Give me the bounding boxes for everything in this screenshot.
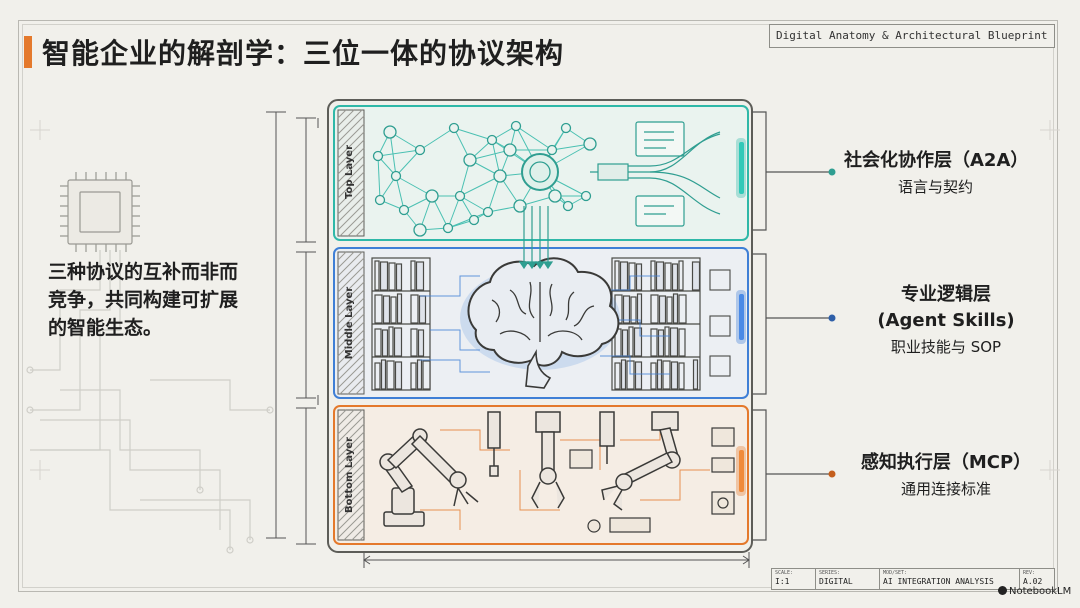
middle-layer-side-label: Middle Layer [344, 287, 355, 360]
model-value: AI INTEGRATION ANALYSIS [883, 577, 994, 586]
top-layer-desc: 语言与契约 [898, 178, 974, 196]
title-accent-bar [24, 36, 32, 68]
scale-cell: SCALE: I:1 [772, 569, 816, 589]
rev-key: REV: [1023, 570, 1036, 576]
bottom-layer-side-label: Bottom Layer [344, 437, 355, 513]
model-key: MOD/SET: [883, 570, 908, 576]
chip-icon [709, 269, 731, 377]
document-icon [635, 121, 685, 227]
brand-watermark: NotebookLM [998, 586, 1071, 597]
middle-layer-name-sub: (Agent Skills) [877, 310, 1015, 331]
neural-network-icon [372, 120, 597, 237]
series-cell: SERIES: DIGITAL [816, 569, 880, 589]
lead-text: 三种协议的互补而非而竞争，共同构建可扩展的智能生态。 [48, 261, 239, 339]
top-layer [333, 105, 749, 241]
rev-cell: REV: A.02 [1020, 569, 1054, 589]
circuit-traces [26, 250, 274, 554]
middle-layer-desc: 职业技能与 SOP [890, 338, 1002, 356]
robot-arm-icon [601, 411, 681, 511]
bottom-layer-name: 感知执行层（MCP） [860, 452, 1032, 473]
series-key: SERIES: [819, 570, 841, 576]
callout-lines [752, 111, 836, 541]
model-cell: MOD/SET: AI INTEGRATION ANALYSIS [880, 569, 1020, 589]
brain-icon [460, 257, 620, 389]
middle-layer-name: 专业逻辑层 [901, 284, 991, 305]
middle-layer-label: 专业逻辑层 (Agent Skills) 职业技能与 SOP [846, 282, 1046, 358]
brand-name: NotebookLM [1009, 586, 1072, 597]
notebooklm-logo-icon [998, 586, 1007, 595]
bottom-layer-label: 感知执行层（MCP） 通用连接标准 [846, 450, 1046, 500]
robot-arm-icon [379, 428, 479, 527]
title-block: SCALE: I:1 SERIES: DIGITAL MOD/SET: AI I… [771, 568, 1055, 590]
chip-icon [60, 172, 140, 252]
bottom-layer [333, 405, 749, 545]
outer-frame [18, 20, 1058, 592]
series-value: DIGITAL [819, 577, 853, 586]
inner-frame [22, 24, 1054, 588]
gripper-icon [487, 411, 615, 509]
bottom-layer-desc: 通用连接标准 [900, 480, 991, 498]
top-layer-label: 社会化协作层（A2A） 语言与契约 [844, 148, 1044, 198]
registration-marks [30, 120, 1060, 480]
bookshelf-icon [371, 257, 701, 391]
scale-key: SCALE: [775, 570, 794, 576]
rev-value: A.02 [1023, 577, 1043, 586]
blueprint-tag: Digital Anatomy & Architectural Blueprin… [769, 24, 1055, 48]
top-layer-name: 社会化协作层（A2A） [844, 150, 1029, 171]
scale-value: I:1 [775, 577, 790, 586]
page-title: 智能企业的解剖学：三位一体的协议架构 [42, 37, 565, 70]
stack-casing [327, 99, 753, 553]
dimension-lines [266, 111, 750, 568]
middle-layer [333, 206, 749, 399]
top-layer-side-label: Top Layer [344, 145, 355, 199]
